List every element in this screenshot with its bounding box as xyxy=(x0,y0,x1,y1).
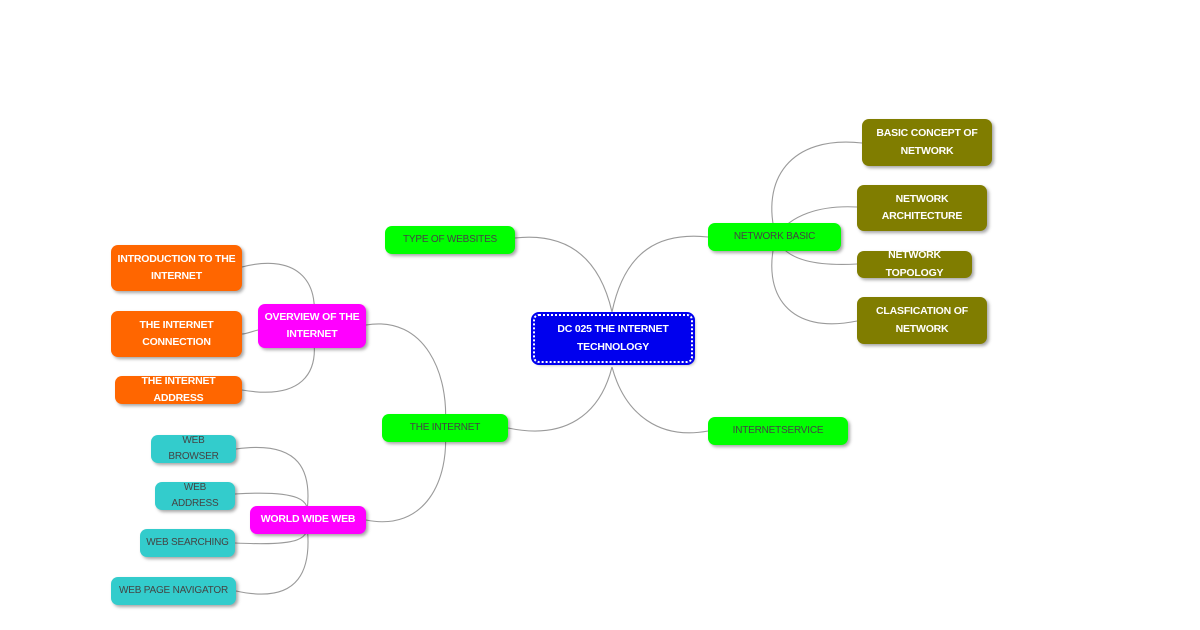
topic-overview-of-the-internet[interactable]: OVERVIEW OF THE INTERNET xyxy=(258,304,366,348)
topic-web-address[interactable]: WEB ADDRESS xyxy=(155,482,235,510)
link-www-navigator xyxy=(235,517,309,595)
topic-network-topology[interactable]: NETWORK TOPOLOGY xyxy=(857,249,972,279)
topic-web-browser[interactable]: WEB BROWSER xyxy=(151,435,236,463)
topic-web-page-navigator[interactable]: WEB PAGE NAVIGATOR xyxy=(111,577,236,605)
link-overview-connection xyxy=(241,329,259,335)
branch-the-internet[interactable]: THE INTERNET xyxy=(382,414,508,442)
topic-network-architecture[interactable]: NETWORK ARCHITECTURE xyxy=(857,185,987,231)
branch-network-basic[interactable]: NETWORK BASIC xyxy=(708,223,841,251)
topic-world-wide-web[interactable]: WORLD WIDE WEB xyxy=(250,506,366,534)
link-center-network-basic xyxy=(611,235,709,313)
link-www-browser xyxy=(235,446,309,519)
link-center-type-of-websites xyxy=(514,236,613,313)
topic-basic-concept-of-network[interactable]: BASIC CONCEPT OF NETWORK xyxy=(862,119,992,166)
link-network-clasfication xyxy=(771,236,858,325)
topic-clasfication-of-network[interactable]: CLASFICATION OF NETWORK xyxy=(857,297,987,344)
topic-the-internet-address[interactable]: THE INTERNET ADDRESS xyxy=(115,375,242,404)
branch-type-of-websites[interactable]: TYPE OF WEBSITES xyxy=(385,226,515,254)
central-topic[interactable]: DC 025 THE INTERNET TECHNOLOGY xyxy=(531,312,695,365)
link-center-the-internet xyxy=(507,366,613,432)
topic-the-internet-connection[interactable]: THE INTERNET CONNECTION xyxy=(111,311,242,357)
topic-introduction-to-the-internet[interactable]: INTRODUCTION TO THE INTERNET xyxy=(111,245,242,291)
link-internet-overview xyxy=(365,323,447,429)
link-network-basic-concept xyxy=(771,141,863,238)
link-center-internet-service xyxy=(611,366,709,434)
branch-internet-service[interactable]: INTERNETSERVICE xyxy=(708,417,848,445)
topic-web-searching[interactable]: WEB SEARCHING xyxy=(140,529,235,557)
link-internet-www xyxy=(365,427,447,523)
